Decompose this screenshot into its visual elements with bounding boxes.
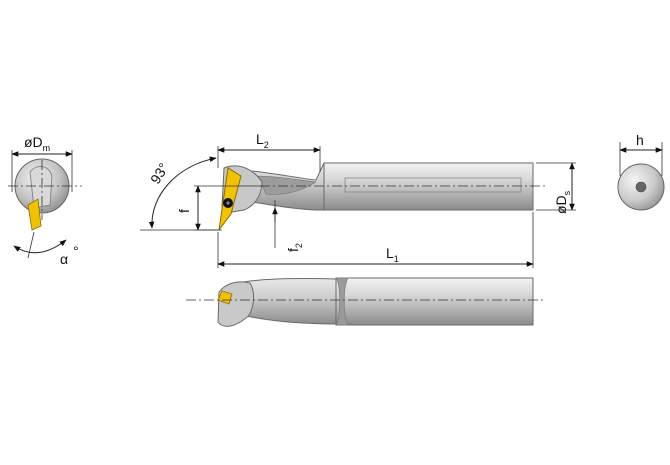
shank-step xyxy=(335,277,349,326)
label-dm: øDm xyxy=(24,134,50,153)
label-l1: L1 xyxy=(386,245,399,264)
insert-top-view xyxy=(217,290,233,305)
main-side-view: L2 øDs f f2 93° L1 xyxy=(140,131,576,268)
screw-center xyxy=(226,201,230,205)
label-angle: 93° xyxy=(147,160,172,186)
shank-flat xyxy=(344,177,522,193)
label-alpha-degree: ° xyxy=(73,243,79,259)
right-end-view: h xyxy=(617,132,665,211)
dimension-angle xyxy=(148,156,217,229)
clearance-line xyxy=(27,231,35,259)
label-ds: øDs xyxy=(553,190,572,214)
head-top-view xyxy=(217,281,254,327)
shank-body xyxy=(315,162,534,211)
coolant-hole-icon xyxy=(635,181,647,193)
label-alpha: α xyxy=(60,251,68,267)
end-view-head xyxy=(29,166,53,209)
left-end-view: øDm α ° xyxy=(8,134,82,267)
chip-flute xyxy=(257,175,317,195)
label-f: f xyxy=(176,209,192,213)
neck-top-view xyxy=(237,277,337,325)
insert-end-view xyxy=(27,198,42,231)
dimension-alpha xyxy=(13,239,67,254)
label-l2: L2 xyxy=(256,131,269,150)
shank-top-view xyxy=(335,277,534,326)
label-h: h xyxy=(636,132,644,148)
lower-top-view xyxy=(186,277,546,327)
label-f2: f2 xyxy=(285,243,304,252)
